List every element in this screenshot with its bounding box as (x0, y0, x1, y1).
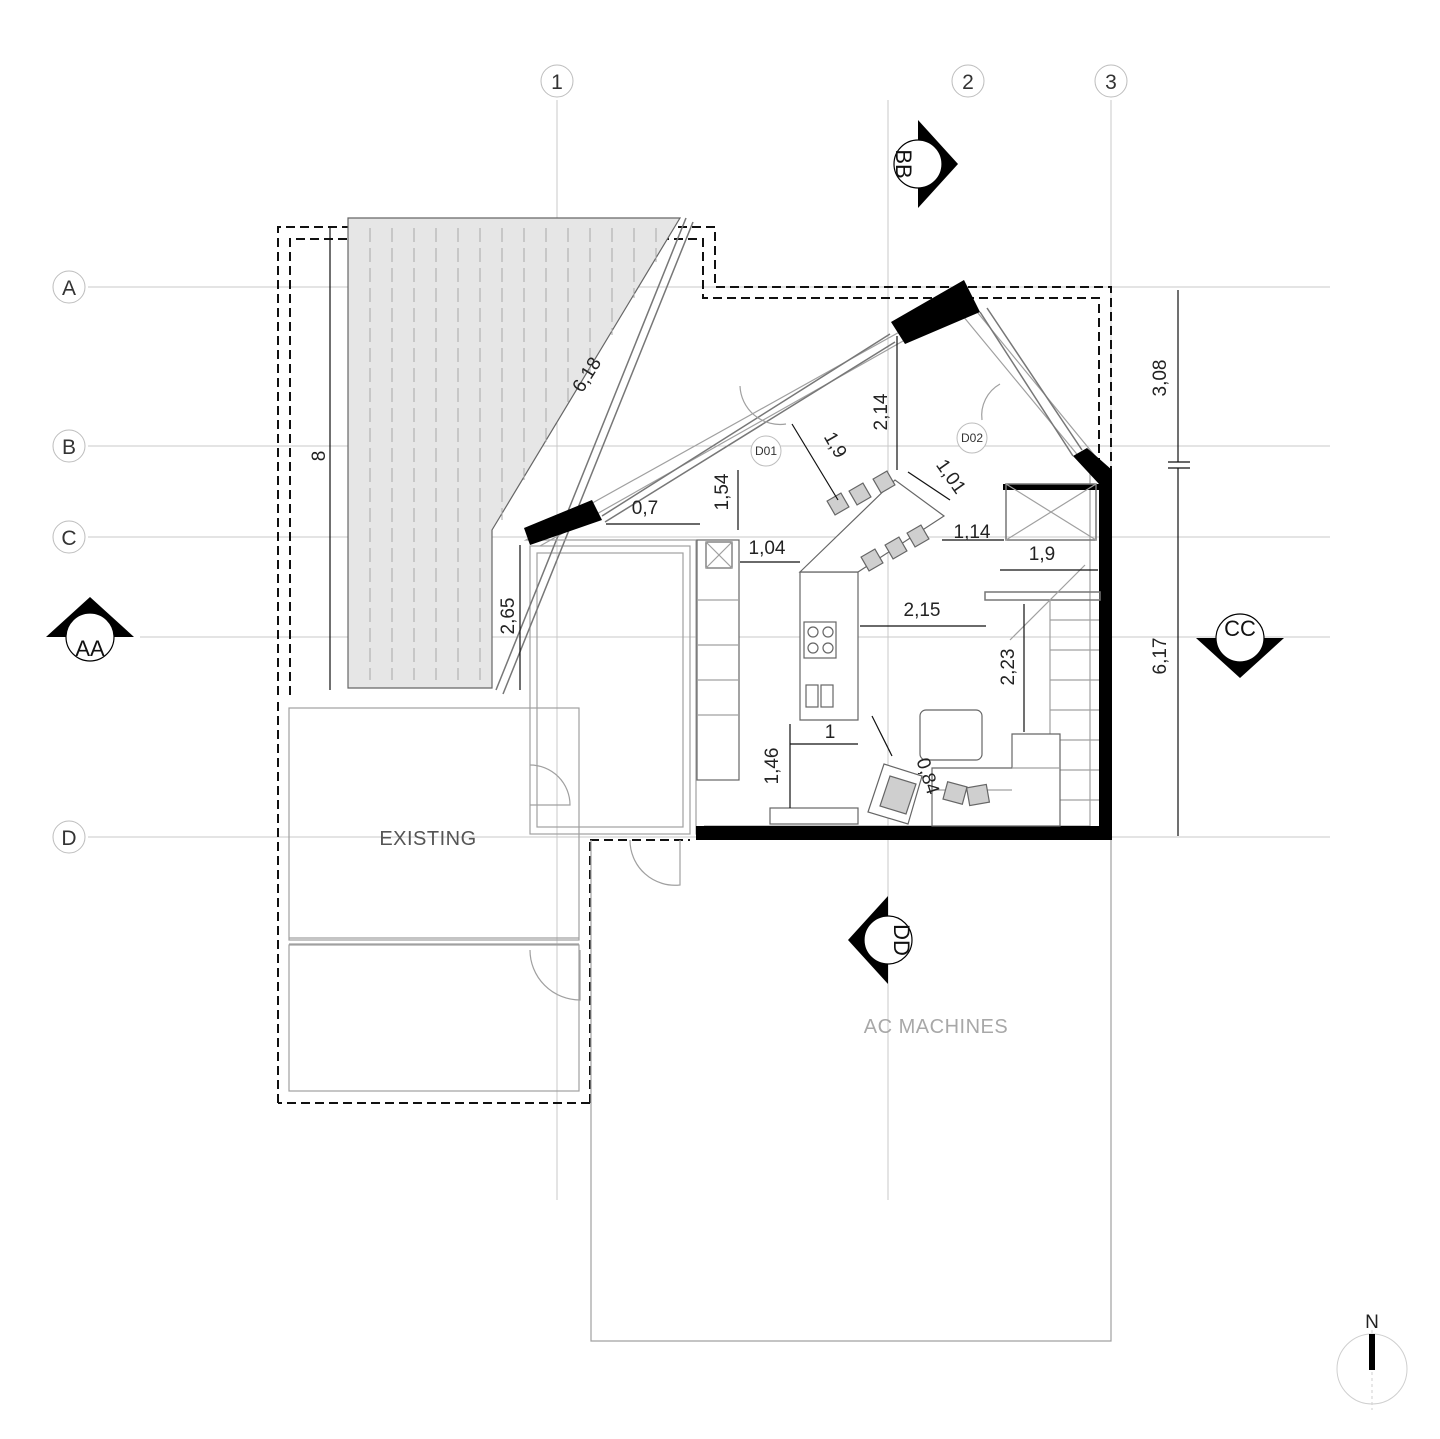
grid-label-c: C (61, 527, 76, 550)
dim-2-65: 2,65 (498, 598, 519, 635)
bar-stool (848, 482, 872, 506)
dim-1-9-diagonal: 1,9 (819, 429, 850, 462)
dim-2-15: 2,15 (904, 600, 941, 621)
dim-1-9: 1,9 (1029, 544, 1055, 565)
wall-stub-east (1003, 484, 1112, 490)
wall-pier-west (524, 500, 602, 545)
grid-bubble-3 (1094, 64, 1128, 98)
section-marker-cc: CC (1196, 613, 1284, 678)
section-label-bb: BB (891, 149, 916, 178)
section-label-dd: DD (889, 924, 914, 956)
sofa (931, 733, 1061, 827)
cushion-icon (965, 783, 991, 807)
grid-label-2: 2 (962, 71, 974, 94)
kitchen-counter-west (696, 539, 740, 781)
door-label-d02: D02 (961, 431, 983, 445)
table (919, 709, 983, 761)
bar-counter (798, 479, 946, 573)
section-label-cc: CC (1224, 616, 1256, 641)
tv-bench (769, 807, 859, 825)
dim-1-04: 1,04 (749, 538, 786, 559)
section-label-aa: AA (75, 636, 105, 661)
door-tags: D01 D02 (750, 422, 988, 467)
dim-right-bottom: 6,17 (1150, 638, 1171, 675)
dim-1-54: 1,54 (712, 473, 733, 510)
north-label: N (1365, 1312, 1379, 1333)
dim-1-14: 1,14 (954, 522, 991, 543)
bar-stool (884, 536, 908, 560)
grid-bubble-1 (540, 64, 574, 98)
dim-2-14: 2,14 (871, 393, 892, 430)
section-marker-bb: BB (891, 120, 958, 208)
dim-1: 1 (825, 722, 836, 743)
roof-panel (347, 217, 694, 695)
ac-machines-label: AC MACHINES (864, 1016, 1008, 1038)
grid-bubble-d (52, 820, 86, 854)
existing-label: EXISTING (379, 828, 476, 850)
door-d01-swing (739, 385, 787, 426)
grid-bubbles: 1 2 3 A B C D (52, 64, 1128, 854)
door-d02-swing (981, 383, 1001, 421)
wall-corner-ne (1073, 448, 1112, 484)
grid-label-1: 1 (551, 71, 563, 94)
dim-1-46: 1,46 (762, 748, 783, 785)
north-arrow: N (1336, 1312, 1408, 1410)
grid-bubble-2 (951, 64, 985, 98)
bar-stool (906, 524, 930, 548)
dim-0-7: 0,7 (632, 498, 658, 519)
bar-stool (872, 470, 896, 494)
cushion-icon (942, 780, 968, 806)
roof-outline (277, 226, 1112, 695)
furniture (696, 470, 1061, 827)
wall-east (1099, 470, 1112, 840)
grid-bubble-c (52, 520, 86, 554)
door-tag-d01 (750, 435, 782, 467)
bar-stool (860, 548, 884, 572)
dimension-lines (329, 227, 1190, 836)
grid-label-b: B (62, 436, 76, 459)
grid-label-a: A (62, 277, 76, 300)
wall-pier-north (891, 280, 980, 344)
section-marker-aa: AA (46, 597, 134, 662)
section-marker-dd: DD (848, 896, 914, 984)
ac-machines-zone (590, 840, 1112, 1342)
grid-bubble-b (52, 429, 86, 463)
bar-stool (826, 492, 850, 516)
sink-double-icon (805, 684, 819, 708)
dim-2-23: 2,23 (998, 649, 1019, 686)
hob-icon (803, 621, 837, 659)
door-label-d01: D01 (755, 444, 777, 458)
grid-label-3: 3 (1105, 71, 1117, 94)
existing-building (277, 545, 691, 1104)
new-building (523, 280, 1112, 840)
grid-bubble-a (52, 270, 86, 304)
wall-south (696, 826, 1112, 840)
grid-label-d: D (61, 827, 76, 850)
door-tag-d02 (956, 422, 988, 454)
dim-roof-height: 8 (309, 451, 330, 462)
dim-right-top: 3,08 (1150, 360, 1171, 397)
